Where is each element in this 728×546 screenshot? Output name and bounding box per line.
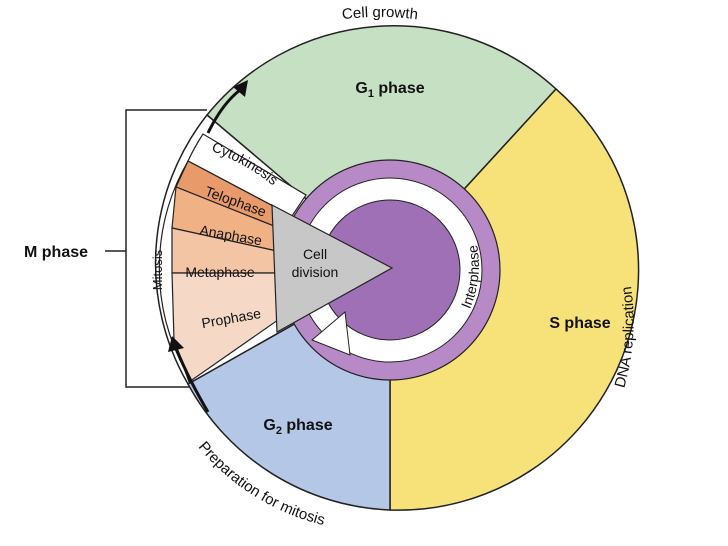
mitosis-label: Mitosis	[150, 249, 165, 290]
interphase-arrowhead	[311, 311, 351, 356]
cell-growth-label: Cell growth	[341, 4, 419, 23]
mitosis-arrowhead-icon	[168, 336, 184, 352]
g1-phase-label: G1 phase	[355, 80, 424, 100]
mitosis-arrow	[174, 347, 210, 413]
m-phase-label: M phase	[24, 244, 88, 261]
s-phase-wedge	[389, 87, 640, 511]
m-phase-bracket	[105, 109, 207, 388]
s-phase-label: S phase	[549, 315, 610, 332]
g1-phase-wedge	[205, 25, 558, 272]
g2-phase-label: G2 phase	[263, 417, 332, 437]
growth-arrow	[206, 88, 241, 134]
cell-division-line2: division	[292, 264, 339, 280]
cell-division-triangle	[271, 203, 394, 333]
cell-division-line1: Cell	[303, 246, 327, 262]
stage-metaphase-label: Metaphase	[185, 264, 254, 280]
growth-arrowhead-icon	[233, 80, 248, 97]
